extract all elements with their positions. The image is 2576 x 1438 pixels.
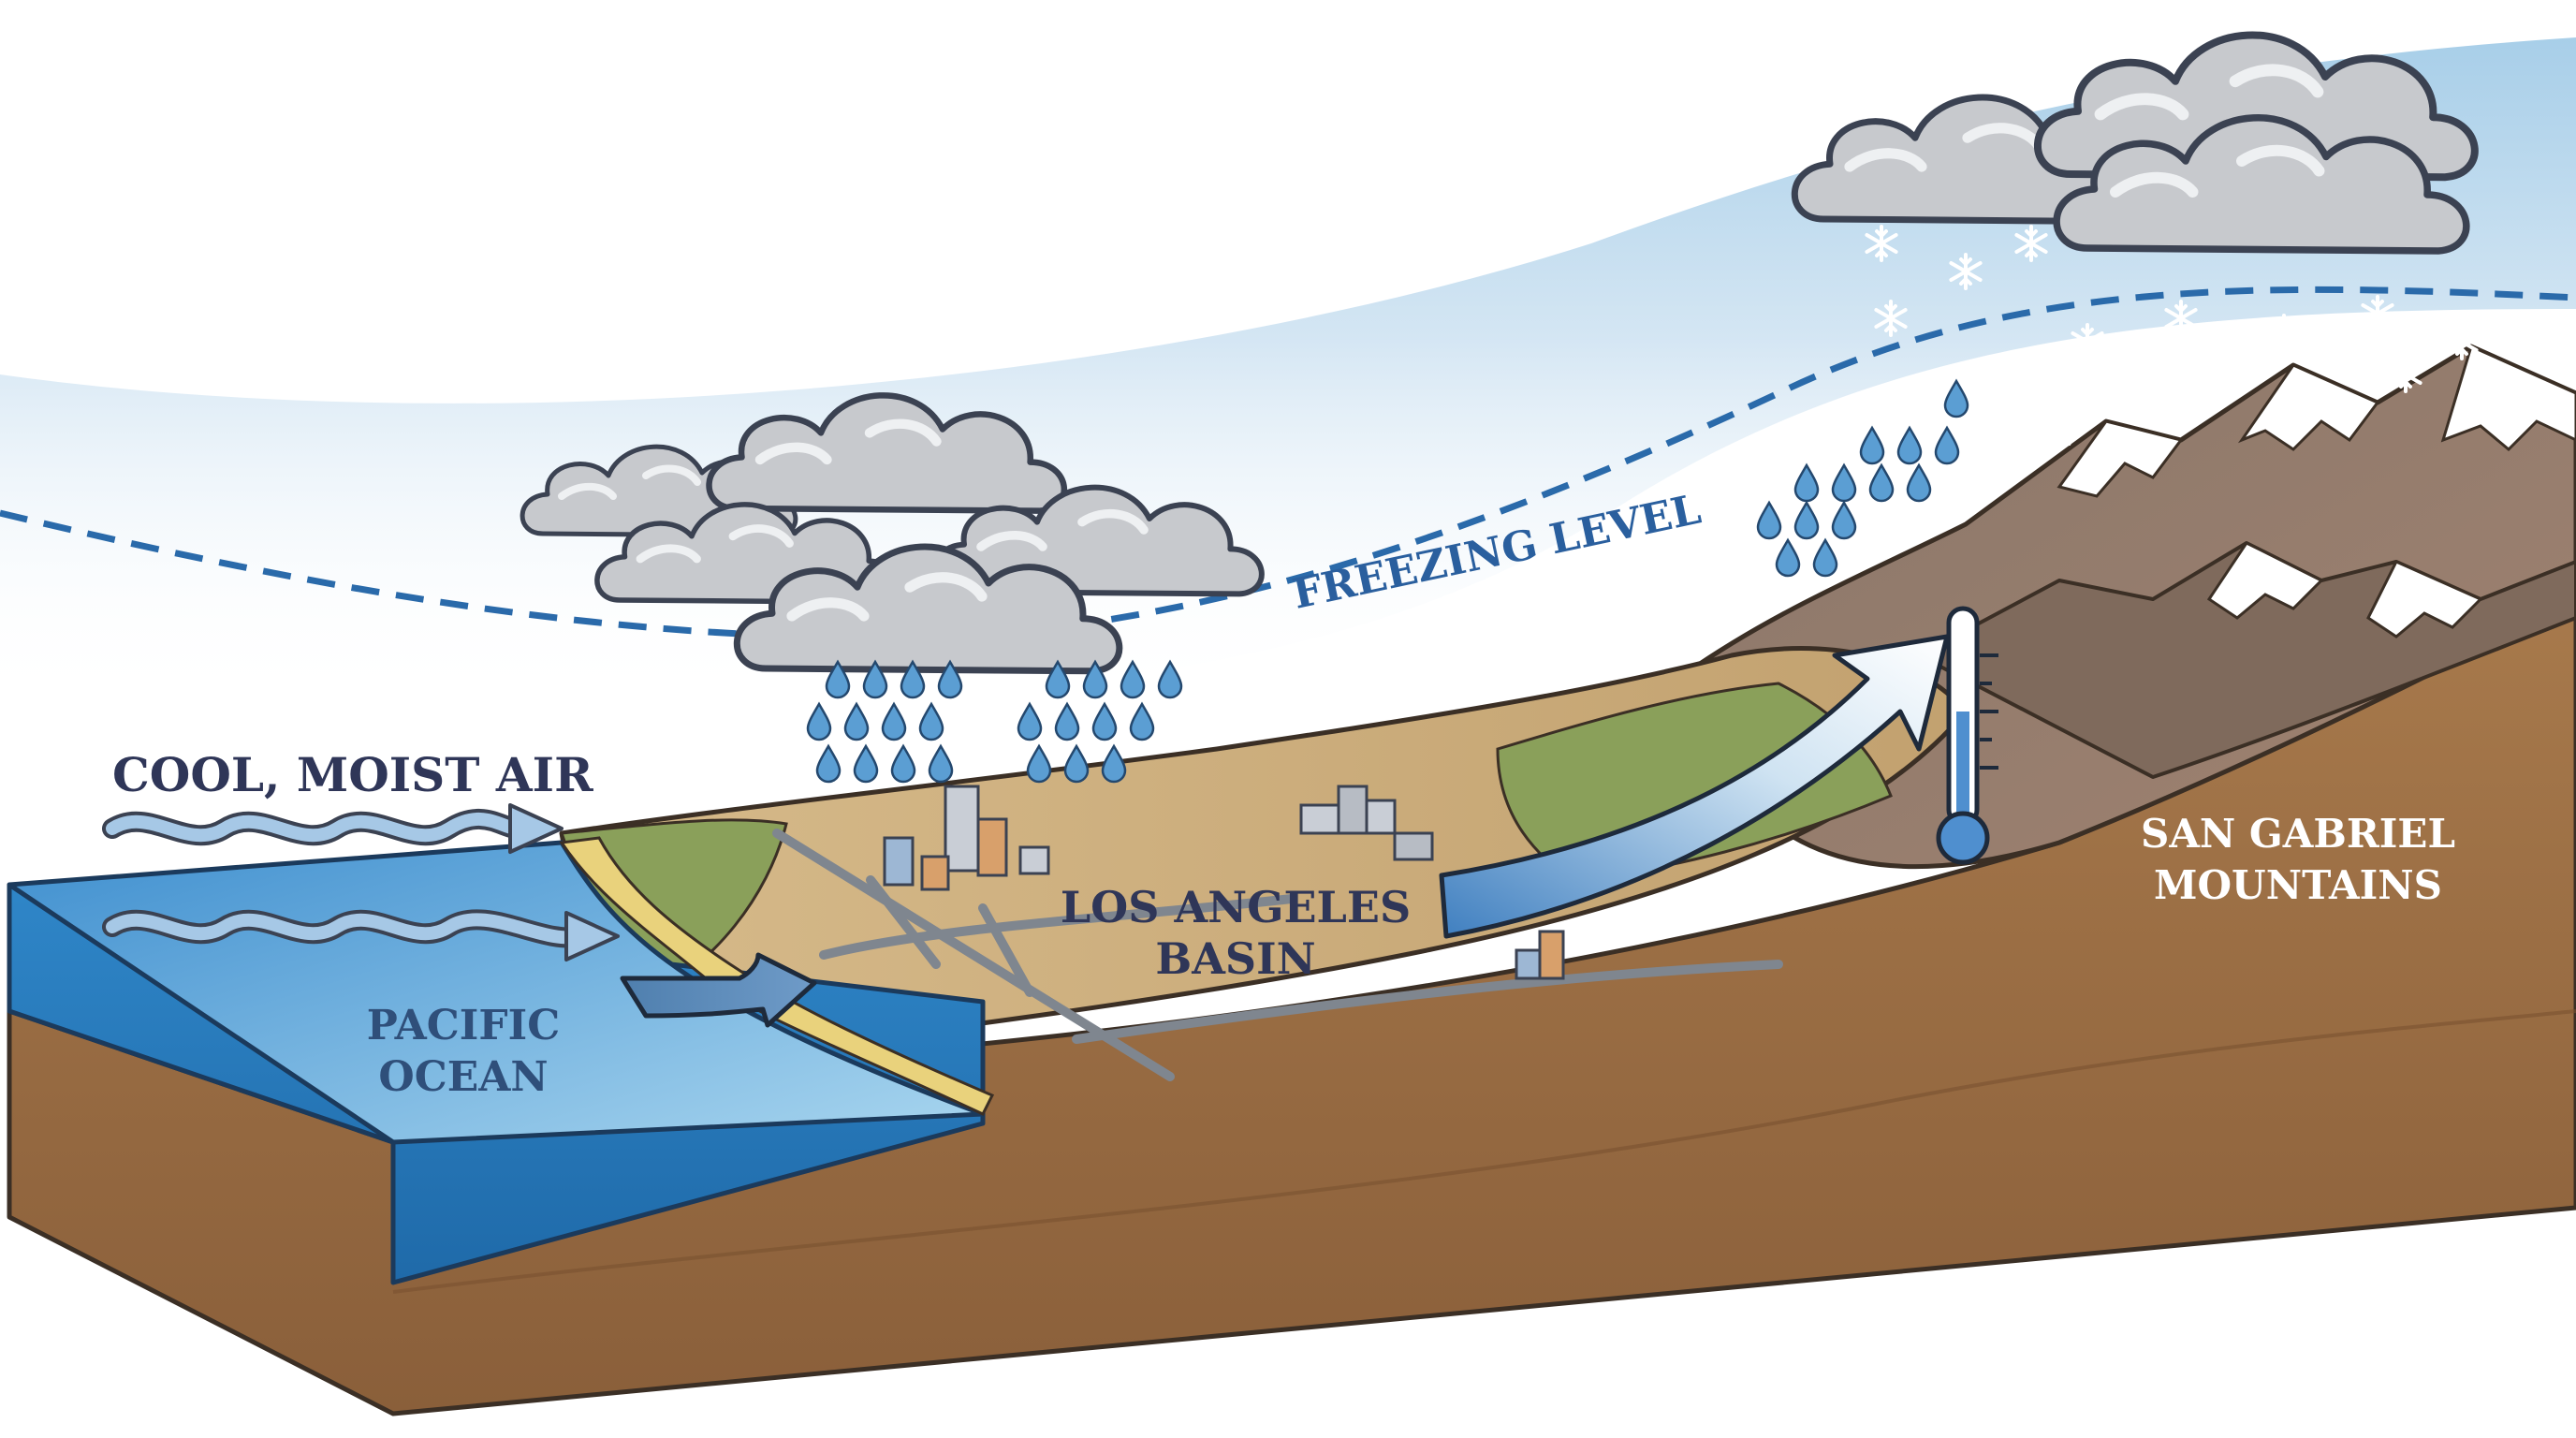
- raindrop-icon: [853, 744, 879, 784]
- building-icon: [976, 817, 1008, 877]
- los-angeles-basin-label-line1: LOS ANGELES: [1061, 882, 1411, 932]
- building-icon: [944, 785, 980, 873]
- snowflake-icon: [2038, 417, 2071, 454]
- raindrop-icon: [1906, 463, 1932, 503]
- snowflake-icon: [2127, 379, 2160, 417]
- building-icon: [1018, 845, 1050, 875]
- raindrop-icon: [881, 702, 907, 741]
- building-icon: [1538, 930, 1565, 980]
- raindrop-icon: [1063, 744, 1090, 784]
- highway-network: [772, 829, 1783, 1081]
- snowflake-icon: [2267, 314, 2301, 351]
- raindrop-icon: [1054, 702, 1080, 741]
- raindrop-icon: [1896, 426, 1923, 465]
- upslope-air-arrow: [1439, 634, 1950, 939]
- raindrop-icon: [1868, 463, 1895, 503]
- city-buildings: [883, 785, 1565, 980]
- raindrop-icon: [1831, 501, 1857, 540]
- raindrop-icon: [1793, 463, 1820, 503]
- raindrop-icon: [1934, 426, 1960, 465]
- raindrop-icon: [918, 702, 944, 741]
- raindrop-icon: [843, 702, 870, 741]
- snowflake-icon: [2202, 351, 2235, 389]
- raindrop-icon: [1756, 501, 1782, 540]
- raindrop-icon: [1775, 538, 1801, 578]
- wind-arrow-icon: [620, 952, 817, 1028]
- building-icon: [883, 836, 915, 887]
- san-gabriel-mountains-label-line2: MOUNTAINS: [2154, 862, 2442, 908]
- raindrop-icon: [1793, 501, 1820, 540]
- raindrop-icon: [1943, 379, 1969, 418]
- raindrop-icon: [1026, 744, 1052, 784]
- raindrop-icon: [1017, 702, 1043, 741]
- raindrop-icon: [1831, 463, 1857, 503]
- snow-cap: [2056, 419, 2184, 498]
- thermometer-icon: [1936, 606, 1998, 865]
- soil-strata: [392, 1009, 2576, 1294]
- raindrop-icon: [815, 744, 842, 784]
- building-icon: [1393, 831, 1434, 861]
- cool-moist-air-arrows: [102, 803, 620, 961]
- raindrop-icon: [890, 744, 916, 784]
- raindrop-icon: [1101, 744, 1127, 784]
- raindrop-icon: [928, 744, 954, 784]
- snow-cap: [2440, 344, 2576, 452]
- pacific-ocean-label-line1: PACIFIC: [367, 1002, 560, 1049]
- raindrop-icon: [1129, 702, 1155, 741]
- snow-cap: [2237, 363, 2380, 451]
- pacific-ocean-label-line2: OCEAN: [378, 1053, 548, 1101]
- beach: [559, 836, 995, 1116]
- raindrop-icon: [806, 702, 832, 741]
- raindrop-icon: [1859, 426, 1885, 465]
- wind-arrow-icon: [508, 803, 564, 854]
- building-icon: [1515, 948, 1542, 980]
- cool-moist-air-label: COOL, MOIST AIR: [112, 747, 593, 802]
- snow-cap: [2206, 541, 2324, 620]
- raindrop-icon: [1812, 538, 1838, 578]
- building-icon: [1365, 799, 1397, 835]
- building-icon: [920, 855, 950, 891]
- san-gabriel-mountains-label-line1: SAN GABRIEL: [2141, 811, 2455, 857]
- snow-cap: [2366, 560, 2483, 638]
- raindrop-icon: [1091, 702, 1118, 741]
- building-icon: [1299, 803, 1340, 835]
- los-angeles-basin-label-line2: BASIN: [1155, 933, 1315, 984]
- building-icon: [1337, 785, 1368, 835]
- freezing-level-line: [0, 286, 2576, 641]
